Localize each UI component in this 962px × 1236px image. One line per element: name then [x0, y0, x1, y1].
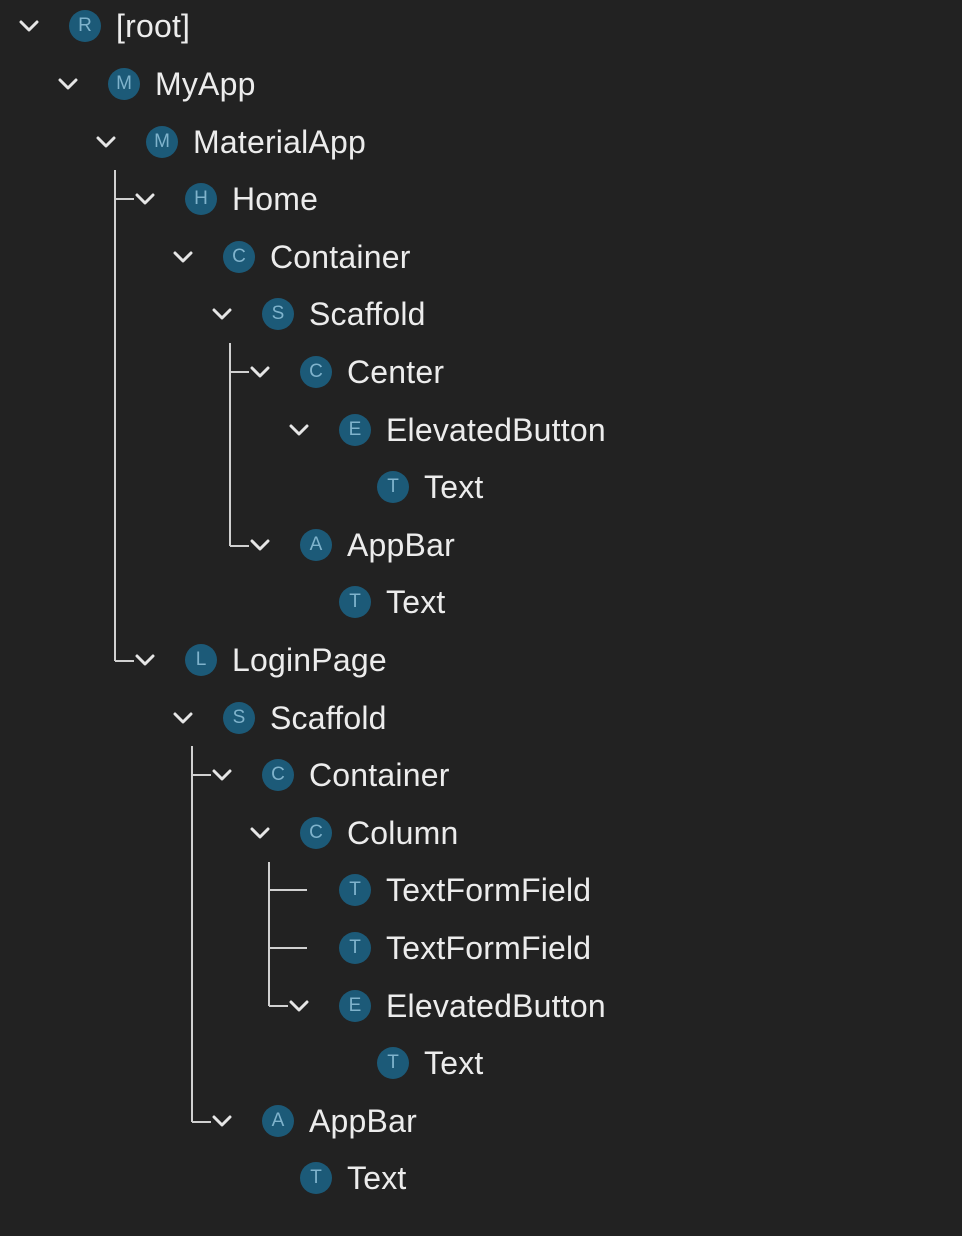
chevron-down-icon[interactable] — [128, 182, 162, 216]
tree-node-appbar[interactable]: A AppBar — [212, 1096, 417, 1146]
tree-node-column[interactable]: C Column — [250, 808, 459, 858]
chevron-down-icon[interactable] — [51, 67, 85, 101]
tree-node-label[interactable]: Scaffold — [270, 699, 387, 736]
tree-node-label[interactable]: MyApp — [155, 65, 256, 102]
tree-node-appbar[interactable]: A AppBar — [250, 520, 455, 570]
tree-node-text[interactable]: T Text — [377, 1038, 484, 1088]
chevron-down-icon[interactable] — [166, 240, 200, 274]
tree-node-scaffold[interactable]: S Scaffold — [212, 289, 426, 339]
tree-node-label[interactable]: Scaffold — [309, 295, 426, 332]
tree-node-materialapp[interactable]: M MaterialApp — [96, 117, 366, 167]
chevron-down-icon[interactable] — [12, 9, 46, 43]
widget-type-icon: M — [146, 126, 178, 158]
tree-node-label[interactable]: Text — [424, 1044, 484, 1081]
tree-node-textformfield[interactable]: T TextFormField — [339, 865, 591, 915]
chevron-down-icon[interactable] — [166, 701, 200, 735]
widget-type-icon: E — [339, 414, 371, 446]
widget-type-icon: M — [108, 68, 140, 100]
tree-node-container[interactable]: C Container — [212, 750, 450, 800]
chevron-down-icon[interactable] — [205, 758, 239, 792]
widget-type-icon: S — [223, 702, 255, 734]
tree-node-text[interactable]: T Text — [300, 1153, 407, 1203]
tree-node-label[interactable]: AppBar — [347, 526, 455, 563]
chevron-down-icon[interactable] — [243, 816, 277, 850]
tree-node-label[interactable]: TextFormField — [386, 871, 592, 908]
tree-node-label[interactable]: Container — [309, 756, 450, 793]
widget-type-icon: C — [262, 759, 294, 791]
tree-node-home[interactable]: H Home — [135, 174, 319, 224]
tree-node-scaffold[interactable]: S Scaffold — [173, 693, 387, 743]
chevron-down-icon[interactable] — [128, 643, 162, 677]
chevron-down-icon[interactable] — [243, 355, 277, 389]
chevron-down-icon[interactable] — [205, 1104, 239, 1138]
widget-type-icon: C — [300, 817, 332, 849]
tree-node-center[interactable]: C Center — [250, 347, 445, 397]
widget-type-icon: T — [339, 586, 371, 618]
widget-type-icon: T — [300, 1162, 332, 1194]
tree-node-label[interactable]: Text — [386, 583, 446, 620]
chevron-down-icon[interactable] — [243, 528, 277, 562]
tree-node-label[interactable]: Container — [270, 238, 411, 275]
chevron-down-icon[interactable] — [282, 413, 316, 447]
chevron-down-icon[interactable] — [89, 125, 123, 159]
tree-node-text[interactable]: T Text — [339, 577, 446, 627]
tree-node-elevatedbutton[interactable]: E ElevatedButton — [289, 405, 606, 455]
tree-node-label[interactable]: ElevatedButton — [386, 411, 606, 448]
tree-node-container[interactable]: C Container — [173, 232, 411, 282]
widget-type-icon: L — [185, 644, 217, 676]
tree-node-label[interactable]: ElevatedButton — [386, 987, 606, 1024]
chevron-down-icon[interactable] — [282, 989, 316, 1023]
tree-node-label[interactable]: Home — [232, 180, 319, 217]
tree-node-label[interactable]: Text — [347, 1159, 407, 1196]
widget-type-icon: R — [69, 10, 101, 42]
tree-node-elevatedbutton[interactable]: E ElevatedButton — [289, 981, 606, 1031]
tree-node-text[interactable]: T Text — [377, 462, 484, 512]
tree-node-label[interactable]: TextFormField — [386, 929, 592, 966]
chevron-down-icon[interactable] — [205, 297, 239, 331]
tree-node-label[interactable]: LoginPage — [232, 641, 387, 678]
tree-node-loginpage[interactable]: L LoginPage — [135, 635, 387, 685]
widget-type-icon: E — [339, 990, 371, 1022]
tree-node-label[interactable]: AppBar — [309, 1102, 417, 1139]
widget-type-icon: C — [300, 356, 332, 388]
widget-type-icon: T — [339, 932, 371, 964]
tree-node-label[interactable]: Text — [424, 468, 484, 505]
tree-node-label[interactable]: MaterialApp — [193, 123, 366, 160]
widget-type-icon: T — [339, 874, 371, 906]
widget-type-icon: H — [185, 183, 217, 215]
widget-type-icon: A — [300, 529, 332, 561]
tree-node-label[interactable]: Center — [347, 353, 445, 390]
widget-type-icon: C — [223, 241, 255, 273]
widget-type-icon: S — [262, 298, 294, 330]
widget-type-icon: T — [377, 1047, 409, 1079]
tree-node-myapp[interactable]: M MyApp — [58, 59, 256, 109]
tree-node-label[interactable]: Column — [347, 814, 459, 851]
tree-node-textformfield[interactable]: T TextFormField — [339, 923, 591, 973]
widget-type-icon: A — [262, 1105, 294, 1137]
tree-node-label[interactable]: [root] — [116, 7, 191, 44]
widget-type-icon: T — [377, 471, 409, 503]
tree-node-root[interactable]: R [root] — [19, 1, 191, 51]
